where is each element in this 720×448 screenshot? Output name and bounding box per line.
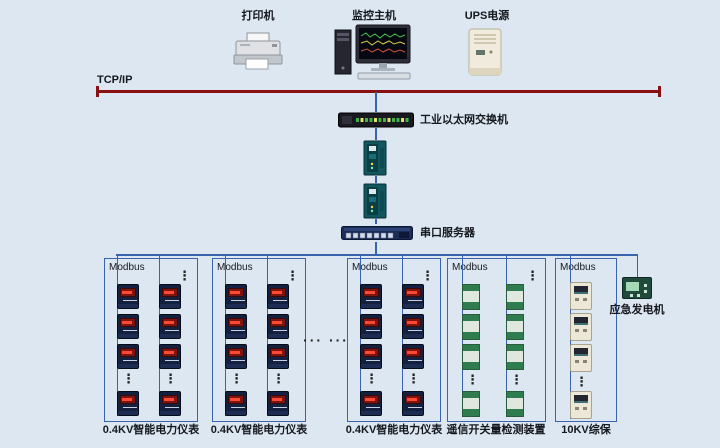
io-module-icon [462, 284, 480, 310]
io-module-icon [506, 284, 524, 310]
more-devices-dots: ⋮ [510, 372, 523, 387]
more-devices-dots: ⋮ [178, 268, 191, 283]
modbus-label: Modbus [352, 262, 388, 273]
power-meter-icon [360, 344, 382, 369]
more-devices-dots: ⋮ [230, 371, 243, 386]
io-module-icon [506, 344, 524, 370]
power-meter-icon [159, 391, 181, 416]
modbus-label: Modbus [109, 262, 145, 273]
media-converter-icon [363, 140, 387, 181]
power-meter-icon [267, 344, 289, 369]
modbus-label: Modbus [560, 262, 596, 273]
tcpip-bus-end-tick [96, 86, 99, 97]
serial-server-icon [341, 224, 413, 247]
more-devices-dots: ⋮ [365, 371, 378, 386]
serial-server-label: 串口服务器 [420, 227, 475, 239]
branch-bottom-label: 0.4KV智能电力仪表 [102, 424, 200, 436]
io-module-icon [462, 314, 480, 340]
host-label: 监控主机 [352, 10, 396, 22]
continuation-dots: ··· ··· [303, 332, 349, 348]
power-meter-icon [117, 391, 139, 416]
trunk-line-segment [375, 242, 377, 255]
modbus-distribution-line [116, 254, 638, 256]
trunk-line-segment [375, 128, 377, 140]
more-devices-dots: ⋮ [122, 371, 135, 386]
io-module-icon [462, 391, 480, 417]
modbus-branch-4: Modbus ⋮ ⋮ ⋮ [447, 256, 546, 422]
power-meter-icon [117, 284, 139, 309]
modbus-label: Modbus [452, 262, 488, 273]
ethernet-switch-icon [338, 112, 414, 133]
more-devices-dots: ⋮ [286, 268, 299, 283]
power-meter-icon [225, 344, 247, 369]
more-devices-dots: ⋮ [407, 371, 420, 386]
power-meter-icon [360, 314, 382, 339]
monitor-host-icon [334, 24, 414, 85]
more-devices-dots: ⋮ [272, 371, 285, 386]
generator-controller-icon [622, 277, 652, 299]
power-meter-icon [117, 344, 139, 369]
tcpip-bus-line [97, 90, 661, 93]
modbus-label: Modbus [217, 262, 253, 273]
switch-label: 工业以太网交换机 [420, 114, 508, 126]
power-meter-icon [402, 344, 424, 369]
power-meter-icon [159, 314, 181, 339]
io-module-icon [506, 314, 524, 340]
tcpip-label: TCP/IP [97, 74, 133, 86]
power-meter-icon [267, 391, 289, 416]
branch-bottom-label: 0.4KV智能电力仪表 [210, 424, 308, 436]
power-meter-icon [402, 314, 424, 339]
more-devices-dots: ⋮ [466, 372, 479, 387]
modbus-branch-3: Modbus ⋮ ⋮ ⋮ [347, 256, 441, 422]
power-meter-icon [159, 284, 181, 309]
more-devices-dots: ⋮ [164, 371, 177, 386]
branch-bottom-label: 遥信开关量检测装置 [446, 424, 546, 436]
generator-label: 应急发电机 [609, 304, 665, 316]
printer-label: 打印机 [241, 10, 275, 22]
power-meter-icon [225, 391, 247, 416]
trunk-line-segment [375, 176, 377, 183]
branch-bottom-label: 10KV综保 [561, 424, 611, 436]
more-devices-dots: ⋮ [575, 374, 588, 389]
protection-device-icon [570, 313, 592, 341]
trunk-line-segment [375, 92, 377, 112]
tcpip-bus-end-tick [658, 86, 661, 97]
modbus-branch-2: Modbus ⋮ ⋮ ⋮ [212, 256, 306, 422]
power-meter-icon [117, 314, 139, 339]
power-meter-icon [159, 344, 181, 369]
trunk-line-segment [375, 219, 377, 224]
printer-icon [232, 32, 284, 77]
io-module-icon [506, 391, 524, 417]
protection-device-icon [570, 344, 592, 372]
protection-device-icon [570, 391, 592, 419]
branch-bottom-label: 0.4KV智能电力仪表 [345, 424, 443, 436]
power-meter-icon [402, 284, 424, 309]
ups-label: UPS电源 [464, 10, 510, 22]
ups-icon [468, 28, 502, 81]
protection-device-icon [570, 282, 592, 310]
power-meter-icon [402, 391, 424, 416]
modbus-branch-5: Modbus ⋮ [555, 256, 617, 422]
power-meter-icon [360, 391, 382, 416]
power-meter-icon [225, 284, 247, 309]
media-converter-icon [363, 183, 387, 224]
power-meter-icon [267, 314, 289, 339]
modbus-branch-1: Modbus ⋮ ⋮ ⋮ [104, 256, 198, 422]
power-meter-icon [225, 314, 247, 339]
power-meter-icon [267, 284, 289, 309]
more-devices-dots: ⋮ [526, 268, 539, 283]
generator-drop-line [637, 255, 638, 277]
power-meter-icon [360, 284, 382, 309]
io-module-icon [462, 344, 480, 370]
more-devices-dots: ⋮ [421, 268, 434, 283]
